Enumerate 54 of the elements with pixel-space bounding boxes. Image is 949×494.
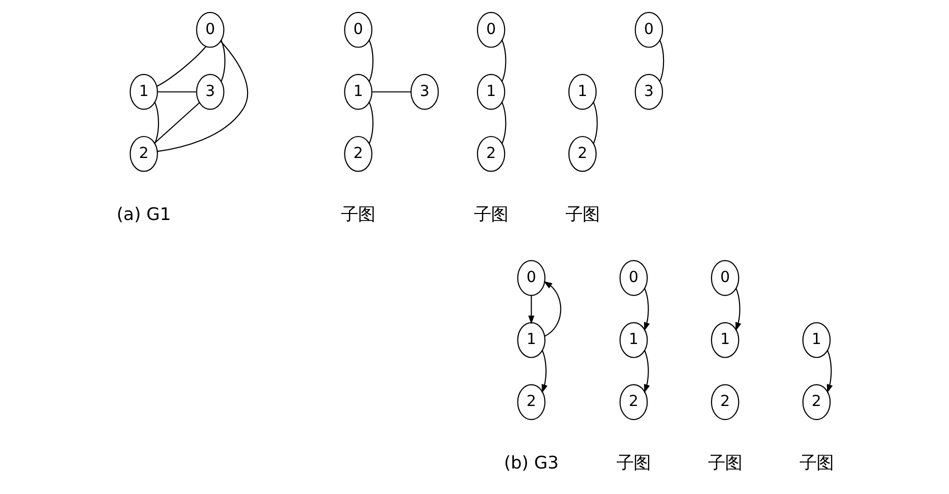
connector (154, 102, 200, 144)
node-ellipse: 2 (619, 384, 648, 420)
label: (b) G3 (503, 453, 558, 474)
node-ellipse: 0 (516, 260, 545, 296)
node-ellipse: 0 (196, 12, 224, 48)
node-ellipse: 0 (634, 12, 663, 48)
connector (658, 40, 664, 82)
node-ellipse: 2 (129, 136, 158, 172)
connector (157, 91, 196, 92)
node-ellipse: 0 (710, 260, 739, 296)
connector (368, 102, 373, 144)
label: 子图 (340, 205, 375, 226)
node-ellipse: 1 (710, 322, 739, 358)
arrow (541, 350, 547, 394)
node-ellipse: 0 (344, 12, 372, 48)
node-ellipse: 3 (410, 74, 438, 110)
node-ellipse: 2 (802, 384, 830, 420)
connector (501, 102, 506, 144)
label: 子图 (564, 205, 599, 226)
node-ellipse: 1 (344, 74, 372, 110)
node-ellipse: 2 (568, 136, 596, 172)
label: 子图 (474, 205, 508, 226)
node-ellipse: 1 (568, 74, 596, 110)
connector (156, 41, 248, 152)
arrow (826, 350, 832, 394)
node-ellipse: 2 (476, 136, 505, 172)
label: 子图 (799, 453, 834, 474)
connector (156, 46, 206, 87)
node-ellipse: 2 (516, 384, 545, 420)
connector (372, 91, 410, 92)
arrow (542, 281, 561, 337)
label: 子图 (708, 453, 742, 474)
arrow (644, 350, 650, 394)
node-ellipse: 1 (802, 322, 830, 358)
connector (592, 102, 598, 144)
arrow (734, 288, 741, 332)
connector (368, 40, 373, 82)
label: (a) G1 (116, 205, 170, 226)
label: 子图 (616, 453, 650, 474)
connector (220, 40, 225, 82)
connector (501, 40, 506, 82)
node-ellipse: 1 (476, 74, 505, 110)
node-ellipse: 1 (516, 322, 545, 358)
node-ellipse: 2 (710, 384, 739, 420)
node-ellipse: 1 (129, 74, 158, 110)
node-ellipse: 1 (619, 322, 648, 358)
node-ellipse: 3 (196, 74, 224, 110)
node-ellipse: 2 (344, 136, 372, 172)
node-ellipse: 3 (634, 74, 663, 110)
arrow (644, 288, 650, 332)
connector (154, 102, 159, 144)
arrow (528, 295, 534, 324)
node-ellipse: 0 (476, 12, 505, 48)
node-ellipse: 0 (619, 260, 648, 296)
